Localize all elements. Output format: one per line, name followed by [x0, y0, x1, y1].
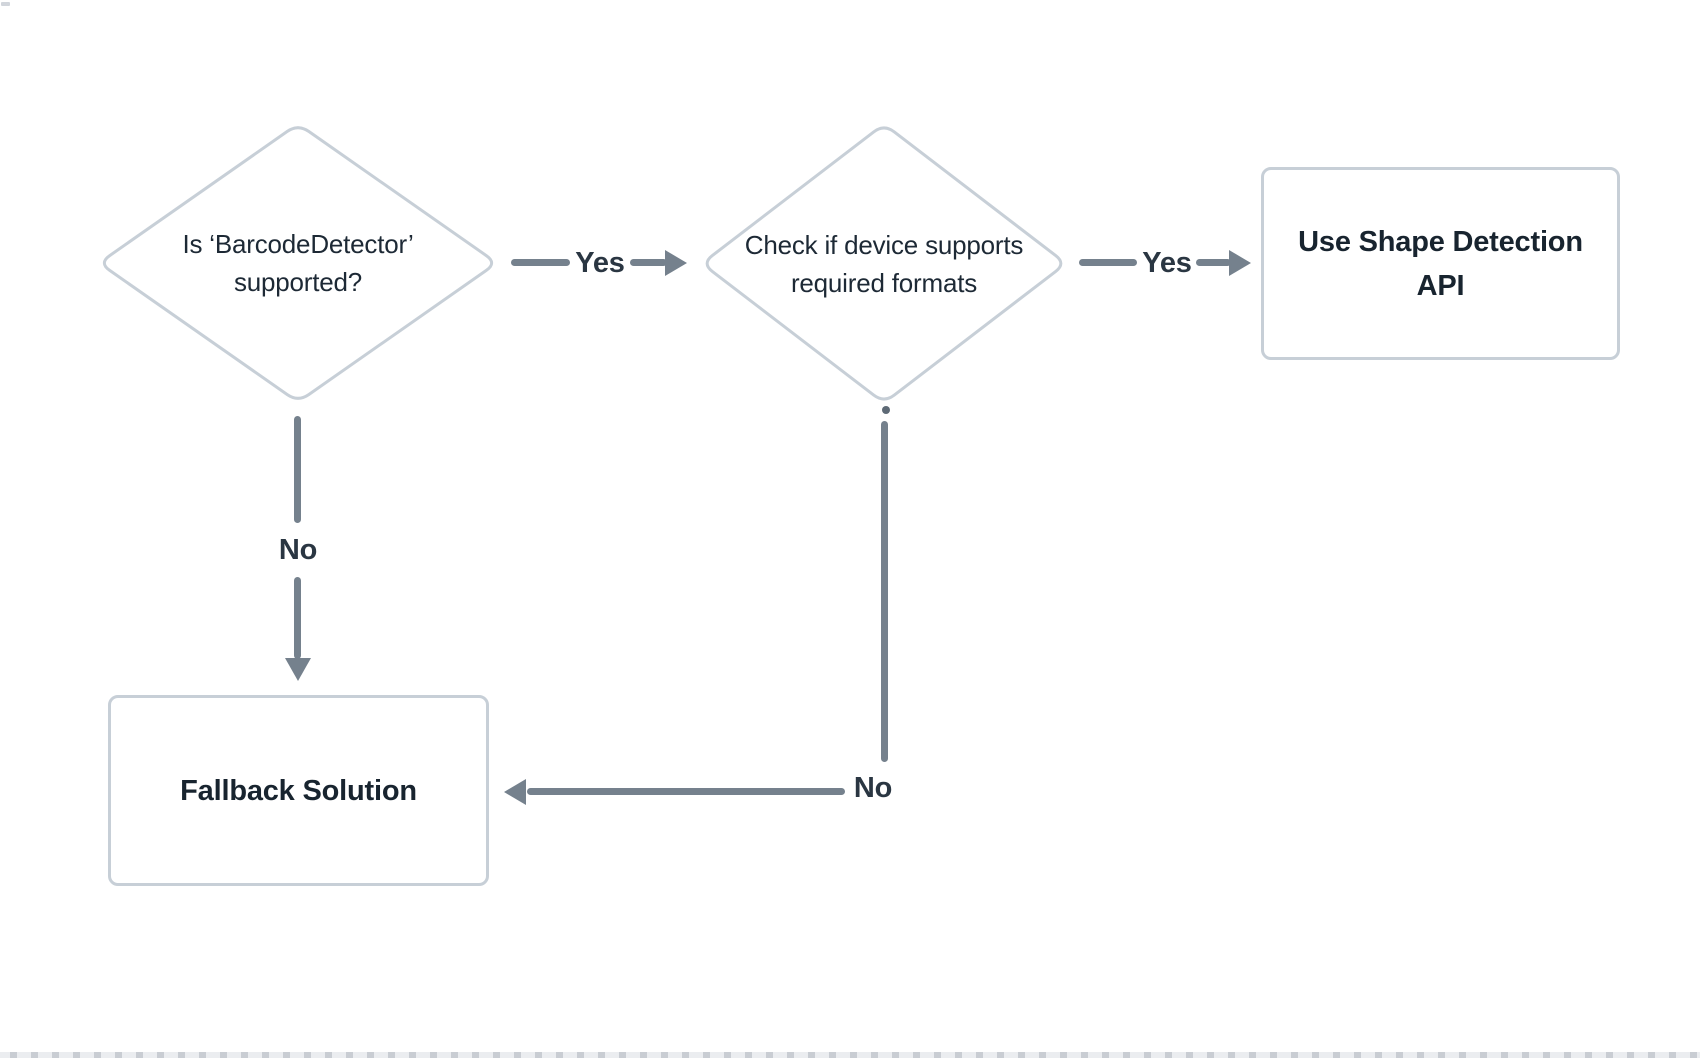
edge-no2-arrowhead-icon	[504, 779, 526, 805]
node-process-use-shape-detection-api: Use Shape Detection API	[1261, 167, 1620, 360]
bottom-cutoff-strip	[0, 1052, 1700, 1058]
diamond-shape	[102, 126, 494, 400]
diamond-shape	[705, 126, 1063, 401]
edge-yes1-arrowhead-icon	[665, 250, 687, 276]
node-decision-barcodedetector-supported: Is ‘BarcodeDetector’ supported?	[95, 120, 501, 406]
edge-no1-line-start	[294, 416, 301, 523]
node-label-decision2: Check if device supports required format…	[744, 229, 1024, 298]
edge-label-yes2: Yes	[1142, 246, 1192, 279]
edge-yes1-line-start	[511, 259, 570, 266]
edge-yes2-arrowhead-icon	[1229, 250, 1251, 276]
node-label-decision1: Is ‘BarcodeDetector’ supported?	[182, 229, 414, 297]
top-left-artifact	[1, 2, 10, 6]
node-label-process2: Fallback Solution	[180, 774, 417, 807]
edge-no2-junction-dot	[882, 406, 890, 414]
edge-label-no1: No	[278, 533, 318, 566]
edge-label-no2: No	[853, 771, 893, 804]
edge-yes2-line-start	[1079, 259, 1137, 266]
edge-no1-line-end	[294, 577, 301, 659]
edge-label-yes1: Yes	[575, 246, 625, 279]
edge-no1-arrowhead-icon	[285, 658, 311, 681]
node-process-fallback-solution: Fallback Solution	[108, 695, 489, 886]
node-label-process1: Use Shape Detection API	[1298, 225, 1583, 302]
edge-yes2-line-end	[1196, 259, 1231, 266]
edge-no2-line-vertical	[881, 421, 888, 762]
edge-yes1-line-end	[630, 259, 667, 266]
edge-no2-line-horizontal	[527, 788, 845, 795]
node-decision-device-supports-formats: Check if device supports required format…	[698, 120, 1070, 407]
